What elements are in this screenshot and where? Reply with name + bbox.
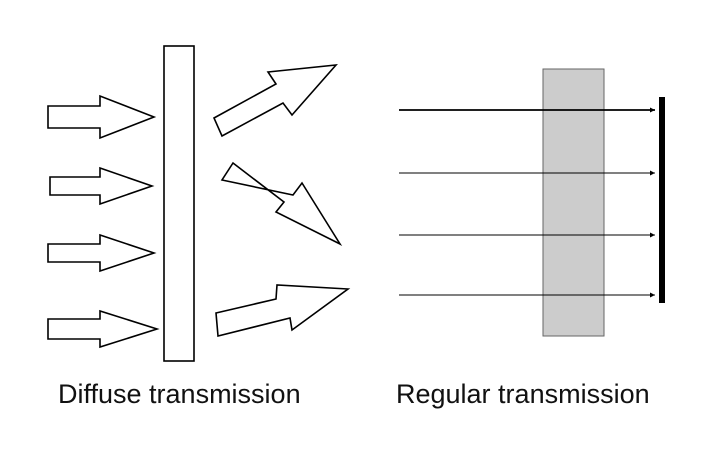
diffuser-plate — [163, 45, 195, 362]
regular-transmission-caption: Regular transmission — [396, 379, 650, 409]
incoming-arrow — [47, 94, 157, 140]
scattered-arrow-down — [220, 161, 343, 246]
transparent-slab — [542, 68, 605, 337]
scattered-arrow-right — [215, 284, 351, 338]
diffuse-incoming-arrows — [47, 94, 160, 349]
screen-bar — [659, 97, 665, 303]
incoming-arrow — [47, 233, 157, 273]
diffuse-transmission-caption: Diffuse transmission — [58, 379, 301, 409]
diffuse-outgoing-arrows — [212, 63, 351, 338]
scattered-arrow-up — [212, 63, 338, 138]
regular-rays — [399, 107, 655, 298]
incoming-arrow — [47, 309, 160, 349]
incoming-arrow — [49, 166, 155, 206]
